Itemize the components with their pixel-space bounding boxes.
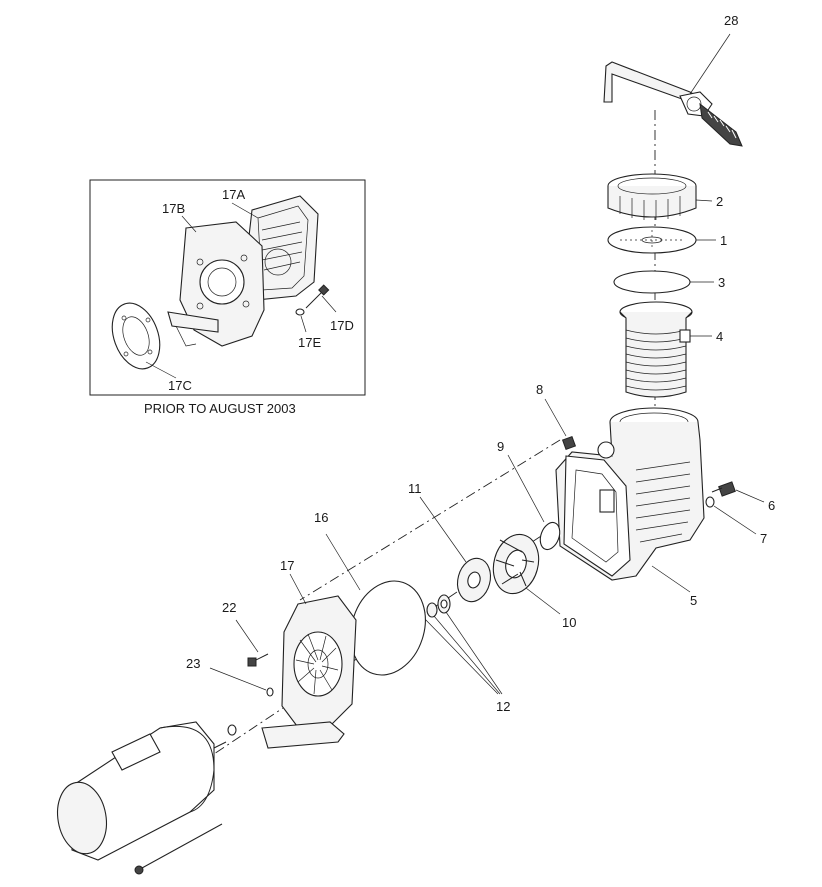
- callout-5: 5: [690, 593, 697, 608]
- part-9-o-ring: [539, 521, 561, 551]
- part-6-drain-plug: [711, 481, 736, 497]
- part-23-washer: [266, 687, 274, 697]
- inset-prior-version: 17A 17B 17C 17D 17E: [89, 179, 366, 396]
- callout-12: 12: [496, 699, 510, 714]
- part-10-impeller: [492, 533, 540, 595]
- callout-22: 22: [222, 600, 236, 615]
- part-through-bolt: [134, 823, 223, 875]
- callout-8: 8: [536, 382, 543, 397]
- part-11-diffuser: [456, 557, 492, 603]
- part-5-pump-housing: [555, 407, 705, 581]
- callout-17: 17: [280, 558, 294, 573]
- callout-16: 16: [314, 510, 328, 525]
- label-17b: 17B: [162, 201, 185, 216]
- part-1-lid: [607, 226, 697, 254]
- callout-10: 10: [562, 615, 576, 630]
- callout-2: 2: [716, 194, 723, 209]
- part-22-bolt: [247, 653, 269, 667]
- inset-frame: [89, 179, 366, 396]
- inset-caption: PRIOR TO AUGUST 2003: [144, 401, 296, 416]
- label-17e: 17E: [298, 335, 321, 350]
- part-17d-shape: [305, 284, 330, 309]
- part-17-seal-plate: [261, 595, 357, 749]
- callout-9: 9: [497, 439, 504, 454]
- part-8-plug: [561, 435, 577, 451]
- callout-6: 6: [768, 498, 775, 513]
- callout-11: 11: [408, 481, 422, 496]
- label-17d: 17D: [330, 318, 354, 333]
- part-3-o-ring: [613, 270, 691, 294]
- part-motor: [57, 721, 237, 861]
- callout-7: 7: [760, 531, 767, 546]
- callout-28: 28: [724, 13, 738, 28]
- callout-3: 3: [718, 275, 725, 290]
- part-2-lid-ring: [607, 173, 697, 220]
- part-17c-shape: [111, 302, 161, 370]
- label-17a: 17A: [222, 187, 245, 202]
- part-28-handle: [603, 61, 743, 147]
- label-17c: 17C: [168, 378, 192, 393]
- part-4-basket: [619, 301, 693, 398]
- part-17e-shape: [295, 308, 305, 316]
- part-17b-shape: [167, 221, 265, 347]
- part-7-washer: [705, 496, 715, 508]
- callout-23: 23: [186, 656, 200, 671]
- callout-1: 1: [720, 233, 727, 248]
- callout-4: 4: [716, 329, 723, 344]
